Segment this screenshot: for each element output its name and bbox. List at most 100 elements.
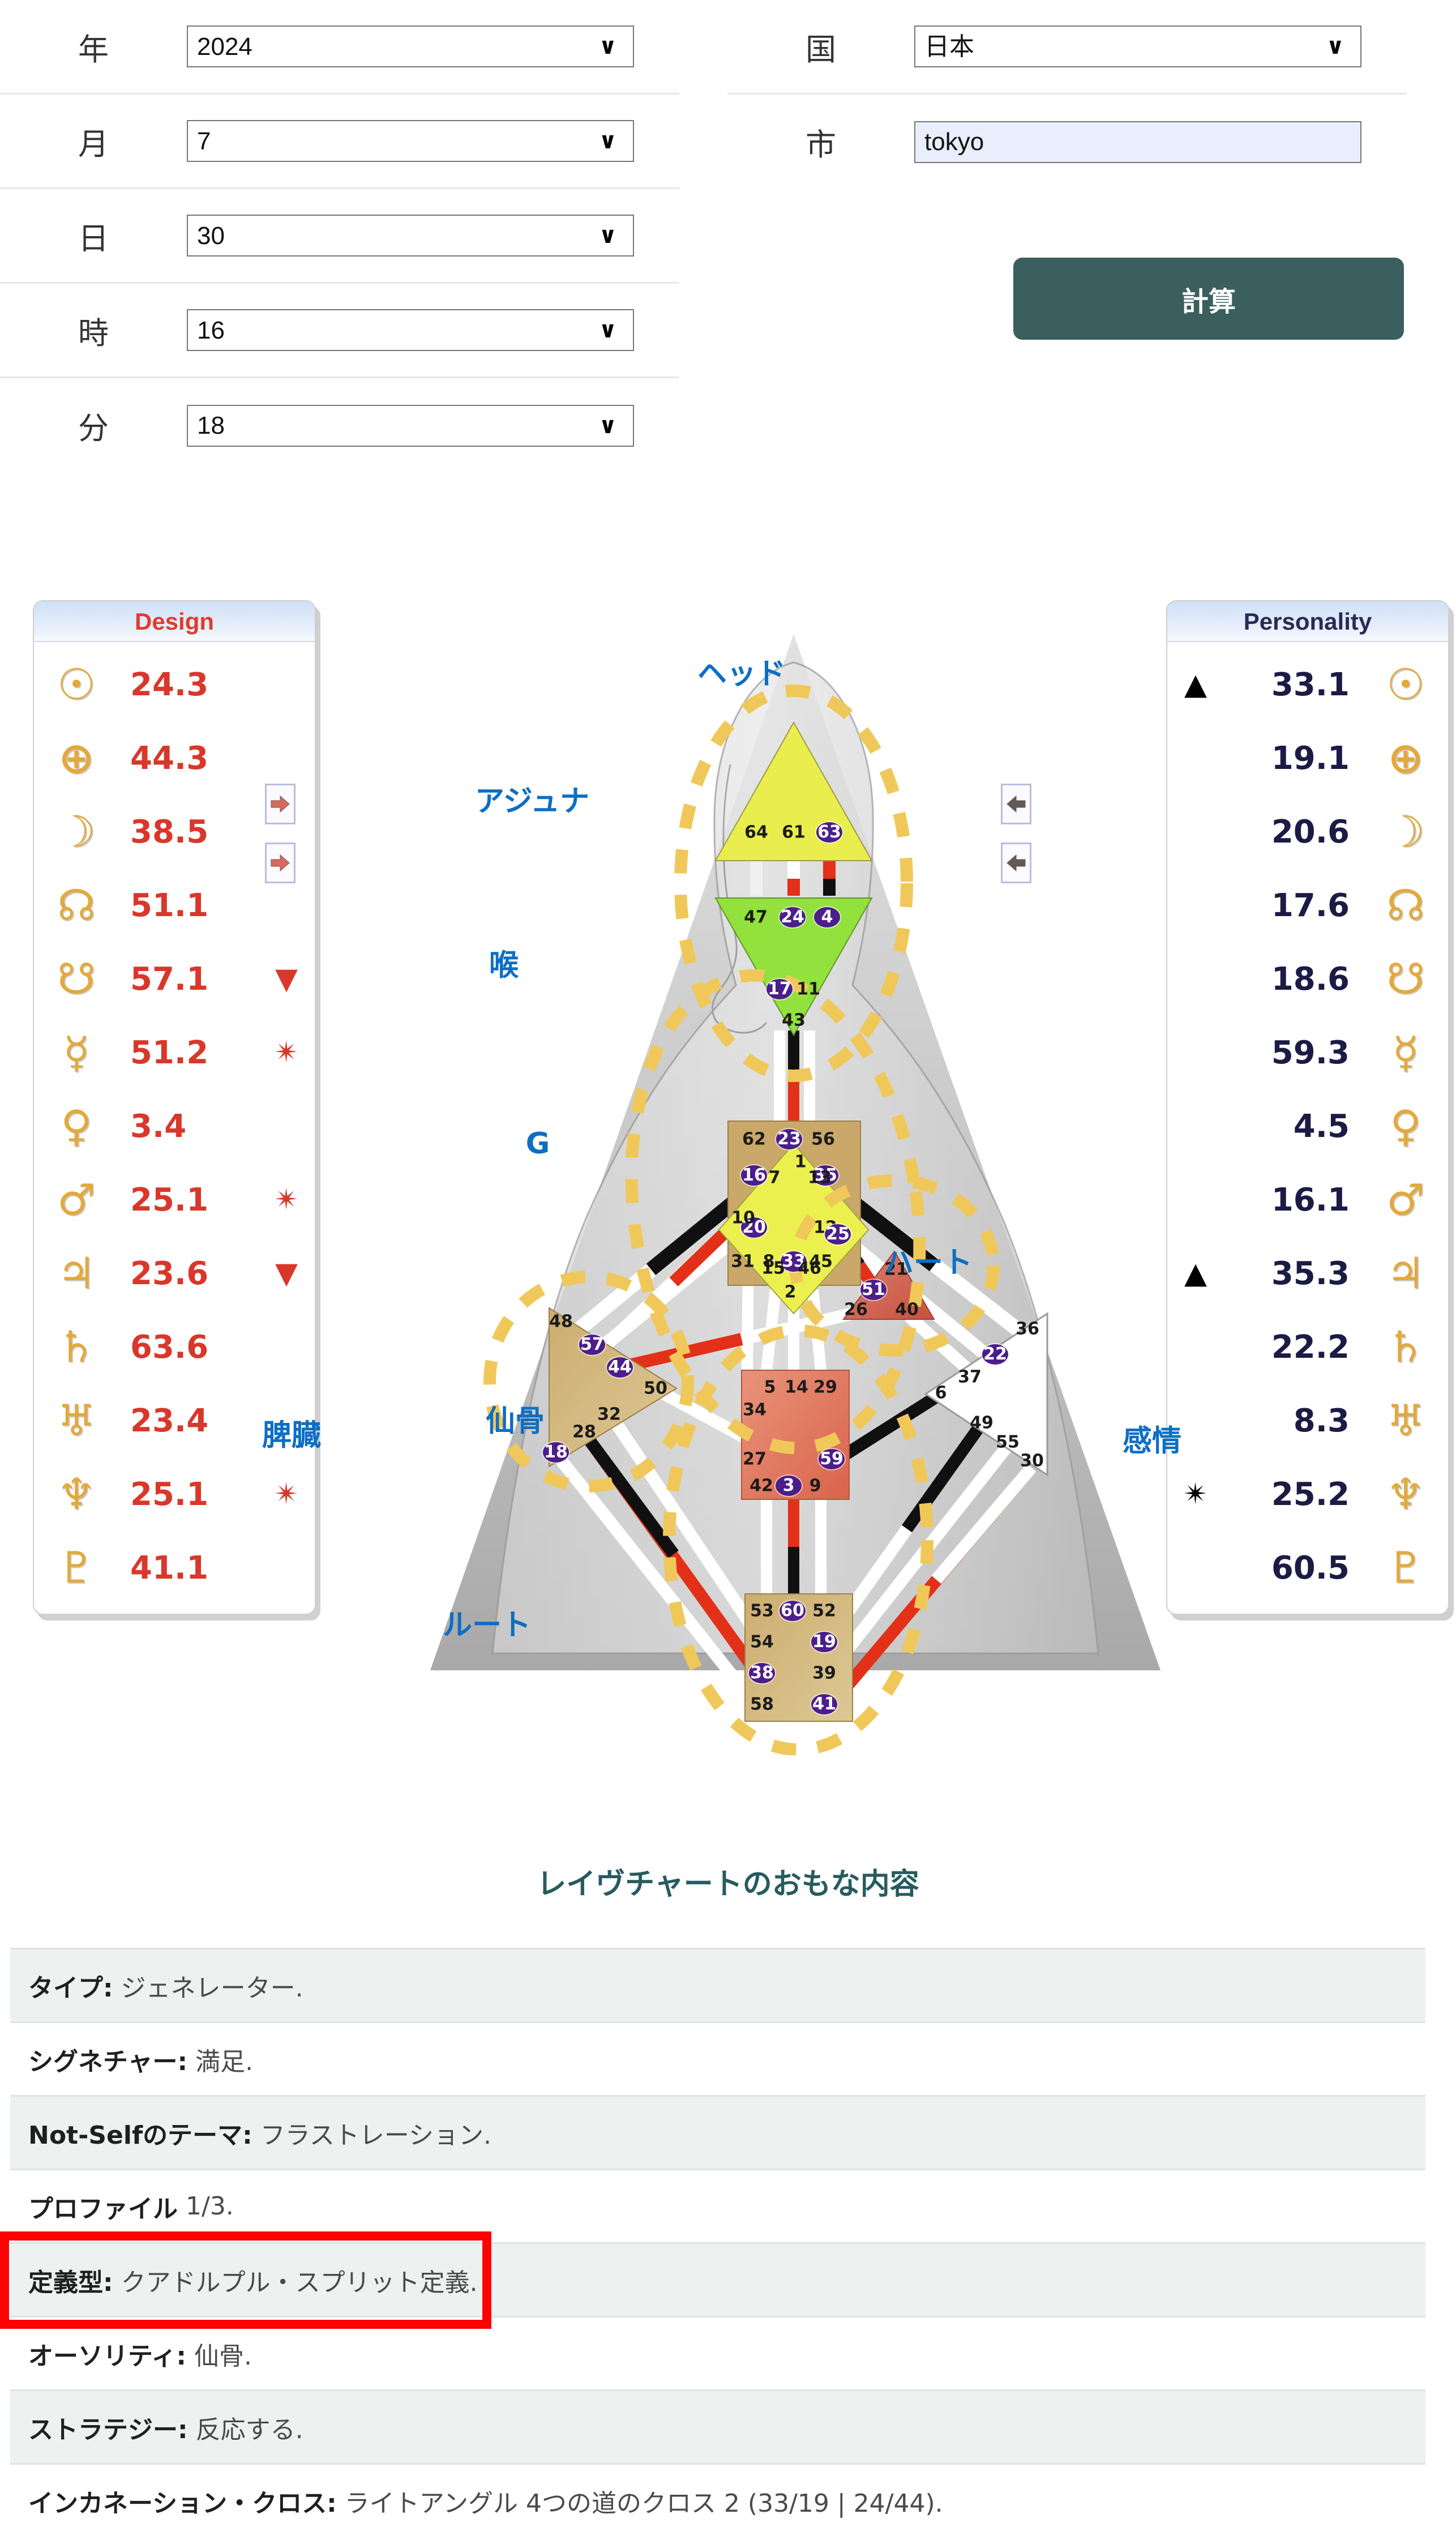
month-select[interactable]: 7 xyxy=(187,120,634,162)
pluto-icon: ♇ xyxy=(1386,1542,1425,1593)
venus-icon: ♀ xyxy=(61,1101,92,1151)
gate-35[interactable]: 35 xyxy=(812,1165,838,1186)
planet-row: 22.2♄ xyxy=(1167,1310,1448,1384)
pluto-icon: ♇ xyxy=(57,1542,96,1593)
hour-select[interactable]: 16 xyxy=(187,309,634,351)
gate-24[interactable]: 24 xyxy=(780,907,806,927)
gate-58[interactable]: 58 xyxy=(750,1694,774,1714)
gate-59[interactable]: 59 xyxy=(819,1449,845,1469)
gate-1[interactable]: 1 xyxy=(794,1152,807,1172)
summary-key: 定義型: xyxy=(28,2268,113,2297)
hour-select-wrap: 16∨ xyxy=(187,309,634,351)
center-label-g: G xyxy=(525,1127,550,1161)
gate-18[interactable]: 18 xyxy=(543,1442,569,1463)
gate-42[interactable]: 42 xyxy=(750,1476,773,1496)
arrow-right-icon xyxy=(271,795,290,813)
gate-55[interactable]: 55 xyxy=(996,1432,1020,1452)
gate-27[interactable]: 27 xyxy=(743,1449,766,1469)
gate-60[interactable]: 60 xyxy=(780,1601,806,1621)
gate-3[interactable]: 3 xyxy=(776,1476,802,1496)
moon-icon: ☽ xyxy=(1386,806,1425,857)
gate-34[interactable]: 34 xyxy=(743,1400,766,1420)
gate-52[interactable]: 52 xyxy=(812,1601,836,1621)
personality-arrow-1[interactable] xyxy=(1001,784,1031,824)
gate-54[interactable]: 54 xyxy=(750,1632,774,1652)
gate-21[interactable]: 21 xyxy=(884,1259,908,1280)
gate-32[interactable]: 32 xyxy=(597,1404,621,1425)
gate-25[interactable]: 25 xyxy=(825,1224,851,1245)
design-arrow-2[interactable] xyxy=(265,843,296,883)
gate-44[interactable]: 44 xyxy=(607,1357,633,1378)
neptune-icon: ♆ xyxy=(1386,1469,1425,1519)
design-arrow-1[interactable] xyxy=(265,784,296,824)
gate-22[interactable]: 22 xyxy=(982,1344,1008,1365)
gate-14[interactable]: 14 xyxy=(785,1377,808,1397)
gate-36[interactable]: 36 xyxy=(1016,1319,1039,1339)
gate-4[interactable]: 4 xyxy=(814,907,840,927)
gate-61[interactable]: 61 xyxy=(782,822,806,843)
personality-arrow-2[interactable] xyxy=(1001,843,1031,883)
neptune-icon: ♆ xyxy=(57,1469,96,1519)
planet-row: ♄63.6 xyxy=(34,1310,315,1384)
gate-28[interactable]: 28 xyxy=(572,1422,596,1442)
center-label-head: ヘッド xyxy=(697,657,786,691)
gate-20[interactable]: 20 xyxy=(741,1217,767,1238)
gate-11[interactable]: 11 xyxy=(796,979,820,999)
bodygraph-svg xyxy=(430,634,1160,1755)
gate-47[interactable]: 47 xyxy=(744,907,768,927)
gate-7[interactable]: 7 xyxy=(768,1168,781,1188)
gate-64[interactable]: 64 xyxy=(744,822,768,843)
day-select[interactable]: 30 xyxy=(187,215,634,256)
gate-57[interactable]: 57 xyxy=(579,1335,605,1355)
gate-23[interactable]: 23 xyxy=(776,1129,802,1149)
gate-62[interactable]: 62 xyxy=(742,1129,766,1149)
channel-30-41 xyxy=(830,1463,1037,1704)
gate-13[interactable]: 13 xyxy=(808,1168,832,1188)
gate-26[interactable]: 26 xyxy=(844,1299,868,1320)
gate-33[interactable]: 33 xyxy=(781,1251,807,1272)
gate-10[interactable]: 10 xyxy=(731,1208,755,1228)
gate-50[interactable]: 50 xyxy=(644,1378,667,1399)
gate-51[interactable]: 51 xyxy=(860,1280,887,1300)
venus-icon: ♀ xyxy=(1390,1101,1421,1151)
month-select-wrap: 7∨ xyxy=(187,120,634,162)
gate-56[interactable]: 56 xyxy=(811,1129,835,1149)
gate-9[interactable]: 9 xyxy=(809,1476,821,1496)
gate-6[interactable]: 6 xyxy=(935,1383,947,1403)
minute-select[interactable]: 18 xyxy=(187,404,634,447)
gate-31[interactable]: 31 xyxy=(731,1251,755,1272)
gate-43[interactable]: 43 xyxy=(782,1010,806,1031)
gate-48[interactable]: 48 xyxy=(549,1311,573,1332)
gate-41[interactable]: 41 xyxy=(811,1694,837,1714)
planet-row: ☉24.3 xyxy=(34,648,315,721)
gate-17[interactable]: 17 xyxy=(766,979,793,999)
center-label-spleen: 脾臓 xyxy=(262,1418,322,1453)
calculate-button[interactable]: 計算 xyxy=(1013,258,1404,340)
country-select[interactable]: 日本 xyxy=(914,25,1361,67)
planet-row: ▲35.3♃ xyxy=(1167,1237,1448,1310)
planet-marker-icon: ▼ xyxy=(275,1256,298,1290)
planet-row: ☋57.1▼ xyxy=(34,942,315,1016)
gate-5[interactable]: 5 xyxy=(764,1377,776,1397)
earth-icon: ⊕ xyxy=(1388,733,1424,783)
year-select[interactable]: 2024 xyxy=(187,25,634,67)
gate-49[interactable]: 49 xyxy=(970,1413,993,1433)
gate-45[interactable]: 45 xyxy=(809,1251,833,1272)
gate-19[interactable]: 19 xyxy=(811,1632,837,1652)
gate-63[interactable]: 63 xyxy=(816,822,842,843)
gate-37[interactable]: 37 xyxy=(958,1367,982,1387)
gate-16[interactable]: 16 xyxy=(741,1165,767,1186)
gate-30[interactable]: 30 xyxy=(1020,1451,1044,1471)
gate-2[interactable]: 2 xyxy=(784,1282,796,1302)
gate-38[interactable]: 38 xyxy=(749,1663,775,1683)
gate-15[interactable]: 15 xyxy=(761,1258,785,1279)
gate-29[interactable]: 29 xyxy=(813,1377,837,1397)
gate-40[interactable]: 40 xyxy=(895,1299,919,1320)
summary-row-signature: シグネチャー:満足. xyxy=(10,2021,1425,2095)
gate-8[interactable]: 8 xyxy=(763,1251,775,1272)
city-input[interactable] xyxy=(914,121,1361,163)
gate-46[interactable]: 46 xyxy=(798,1258,821,1279)
planet-row: ✴25.2♆ xyxy=(1167,1457,1448,1531)
gate-39[interactable]: 39 xyxy=(812,1663,836,1683)
gate-53[interactable]: 53 xyxy=(750,1601,774,1621)
